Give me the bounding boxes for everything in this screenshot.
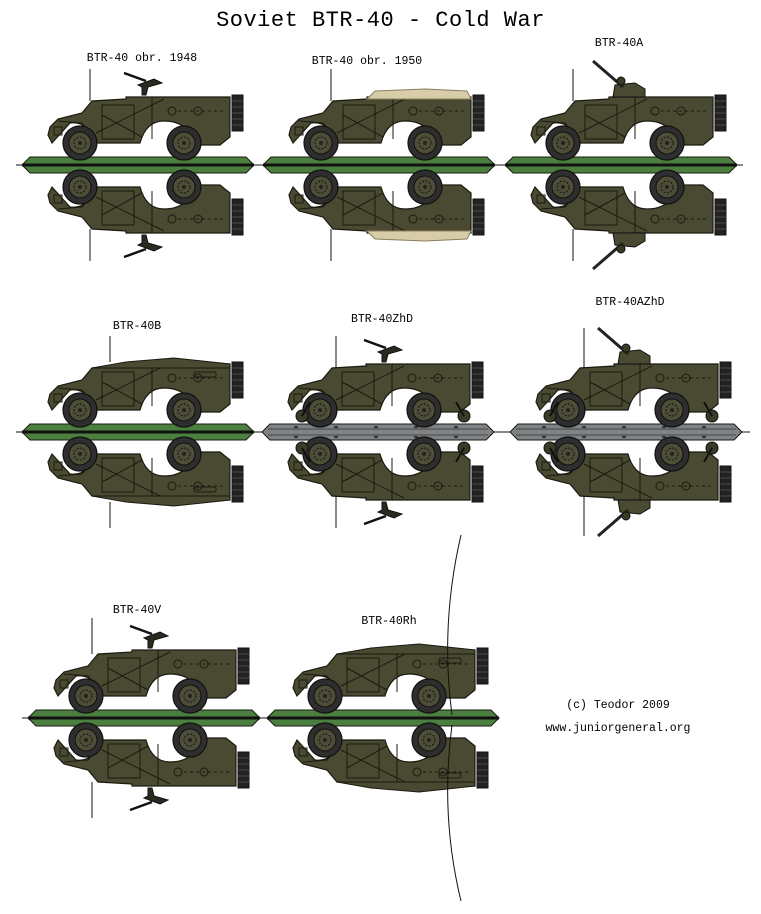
antenna-rh — [447, 535, 462, 902]
unit-label-btr40v: BTR-40V — [112, 604, 162, 617]
unit-btr40v — [22, 618, 266, 818]
unit-btr40a — [499, 59, 743, 271]
unit-btr40zhd — [244, 336, 504, 528]
unit-label-btr40-1950: BTR-40 obr. 1950 — [311, 55, 423, 68]
unit-label-btr40b: BTR-40B — [112, 320, 162, 333]
unit-btr40b — [16, 336, 260, 528]
unit-label-btr40-1948: BTR-40 obr. 1948 — [86, 52, 198, 65]
credit-text: (c) Teodor 2009 — [566, 699, 670, 712]
unit-btr40azhd — [504, 326, 750, 538]
unit-label-btr40azhd: BTR-40AZhD — [595, 296, 665, 309]
unit-label-btr40zhd: BTR-40ZhD — [350, 313, 414, 326]
unit-btr40-1948 — [16, 69, 264, 261]
unit-label-btr40rh: BTR-40Rh — [361, 615, 417, 628]
sheet-title: Soviet BTR-40 - Cold War — [216, 8, 545, 33]
unit-label-btr40a: BTR-40A — [594, 37, 644, 50]
unit-btr40-1950 — [257, 69, 501, 261]
website-text: www.juniorgeneral.org — [545, 722, 691, 735]
unit-btr40rh — [261, 643, 501, 793]
